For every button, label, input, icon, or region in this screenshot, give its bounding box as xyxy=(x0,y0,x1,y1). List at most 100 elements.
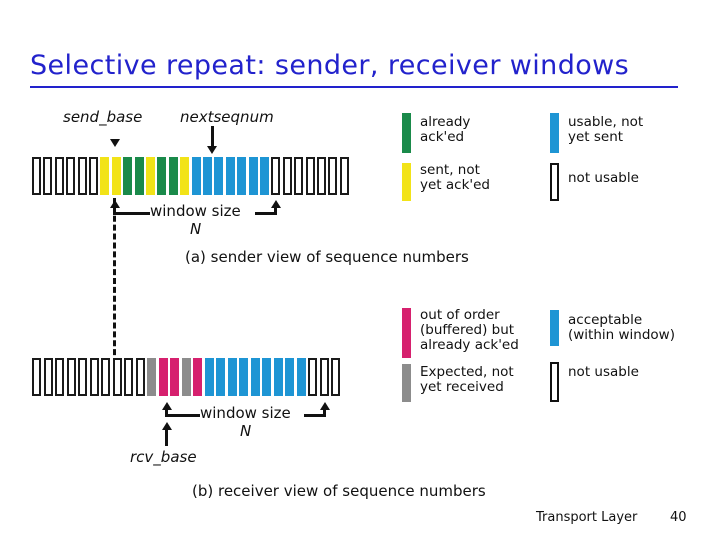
sequence-block-blue xyxy=(248,157,258,195)
legend-label: acceptable (within window) xyxy=(568,312,675,343)
sequence-block-white xyxy=(101,358,110,396)
sequence-block-white xyxy=(43,358,53,396)
title-underline xyxy=(30,86,678,88)
sequence-block-white xyxy=(77,157,87,195)
sequence-block-blue xyxy=(250,358,260,396)
base-alignment-dashed-line xyxy=(113,198,116,364)
sequence-block-white xyxy=(317,157,326,195)
rcv-base-pointer-stem xyxy=(165,428,168,446)
sequence-block-white xyxy=(43,157,53,195)
sequence-block-white xyxy=(89,358,99,396)
nextseqnum-pointer-stem xyxy=(211,126,214,148)
legend-swatch-blue xyxy=(550,113,559,153)
sequence-block-white xyxy=(339,157,349,195)
sequence-block-white xyxy=(319,358,329,396)
sequence-block-blue xyxy=(227,358,237,396)
sequence-block-white xyxy=(32,358,41,396)
sequence-block-blue xyxy=(214,157,224,195)
sequence-block-white xyxy=(32,157,41,195)
receiver-window-right-stem xyxy=(323,408,326,416)
sequence-block-white xyxy=(294,157,304,195)
sequence-block-blue xyxy=(225,157,235,195)
sequence-block-yellow xyxy=(111,157,121,195)
sequence-block-white xyxy=(328,157,338,195)
send-base-label: send_base xyxy=(63,108,143,126)
legend-swatch-green xyxy=(402,113,411,153)
sequence-block-yellow xyxy=(180,157,190,195)
legend-swatch-gray xyxy=(402,364,411,402)
sender-window-right-stem xyxy=(274,206,277,214)
nextseqnum-pointer-arrow xyxy=(207,146,217,154)
sequence-block-white xyxy=(89,157,98,195)
sequence-block-gray xyxy=(147,358,156,396)
sequence-block-white xyxy=(66,358,76,396)
rcv-base-label: rcv_base xyxy=(130,448,197,466)
legend-swatch-yellow xyxy=(402,163,411,201)
sequence-block-white xyxy=(308,358,317,396)
sequence-block-magenta xyxy=(170,358,179,396)
sequence-block-blue xyxy=(239,358,248,396)
legend-label: already ack'ed xyxy=(420,114,471,145)
sender-window-size-label: window size xyxy=(150,202,241,220)
sequence-block-blue xyxy=(204,358,214,396)
legend-swatch-white xyxy=(550,362,559,402)
sequence-block-green xyxy=(134,157,144,195)
sequence-block-white xyxy=(78,358,87,396)
sequence-block-magenta xyxy=(158,358,168,396)
sequence-block-blue xyxy=(191,157,201,195)
sequence-block-blue xyxy=(262,358,271,396)
sequence-block-blue xyxy=(285,358,294,396)
sender-caption: (a) sender view of sequence numbers xyxy=(185,248,469,266)
receiver-caption: (b) receiver view of sequence numbers xyxy=(192,482,486,500)
sender-window-n-label: N xyxy=(190,220,202,238)
sequence-block-blue xyxy=(237,157,247,195)
sequence-block-yellow xyxy=(146,157,155,195)
page-title: Selective repeat: sender, receiver windo… xyxy=(30,50,630,81)
legend-label: usable, not yet sent xyxy=(568,114,644,145)
sequence-block-white xyxy=(54,157,64,195)
receiver-window-n-label: N xyxy=(240,422,252,440)
sequence-block-gray xyxy=(181,358,191,396)
legend-swatch-magenta xyxy=(402,308,411,358)
sequence-block-white xyxy=(305,157,315,195)
legend-label: sent, not yet ack'ed xyxy=(420,162,490,193)
sequence-block-green xyxy=(157,157,167,195)
nextseqnum-label: nextseqnum xyxy=(180,108,274,126)
sequence-block-yellow xyxy=(100,157,110,195)
sequence-block-white xyxy=(331,358,340,396)
sequence-block-blue xyxy=(216,358,225,396)
footer-label: Transport Layer xyxy=(536,510,638,525)
receiver-window-left-arrow xyxy=(162,402,172,410)
sequence-block-white xyxy=(66,157,76,195)
receiver-window-right-arrow xyxy=(320,402,330,410)
sender-sequence-row xyxy=(32,157,352,195)
receiver-sequence-row xyxy=(32,358,362,396)
sequence-block-blue xyxy=(260,157,269,195)
sender-window-right-arrow xyxy=(271,200,281,208)
sequence-block-blue xyxy=(273,358,283,396)
legend-label: out of order (buffered) but already ack'… xyxy=(420,307,519,353)
sequence-block-blue xyxy=(296,358,306,396)
legend-label: Expected, not yet received xyxy=(420,364,514,395)
receiver-window-left-rule xyxy=(165,414,200,417)
sequence-block-white xyxy=(112,358,122,396)
legend-label: not usable xyxy=(568,364,639,380)
legend-swatch-white xyxy=(550,163,559,201)
sequence-block-white xyxy=(271,157,281,195)
sequence-block-green xyxy=(123,157,133,195)
send-base-pointer-arrow xyxy=(110,139,120,147)
sequence-block-white xyxy=(124,358,133,396)
sequence-block-white xyxy=(55,358,64,396)
sequence-block-green xyxy=(168,157,178,195)
legend-label: not usable xyxy=(568,170,639,186)
receiver-window-left-stem xyxy=(165,408,168,416)
receiver-window-right-rule xyxy=(304,414,326,417)
legend-swatch-blue xyxy=(550,310,559,346)
sequence-block-blue xyxy=(203,157,212,195)
rcv-base-pointer-arrow xyxy=(162,422,172,430)
footer-page-number: 40 xyxy=(670,510,687,525)
sender-window-right-rule xyxy=(255,212,277,215)
receiver-window-size-label: window size xyxy=(200,404,291,422)
sequence-block-white xyxy=(135,358,145,396)
